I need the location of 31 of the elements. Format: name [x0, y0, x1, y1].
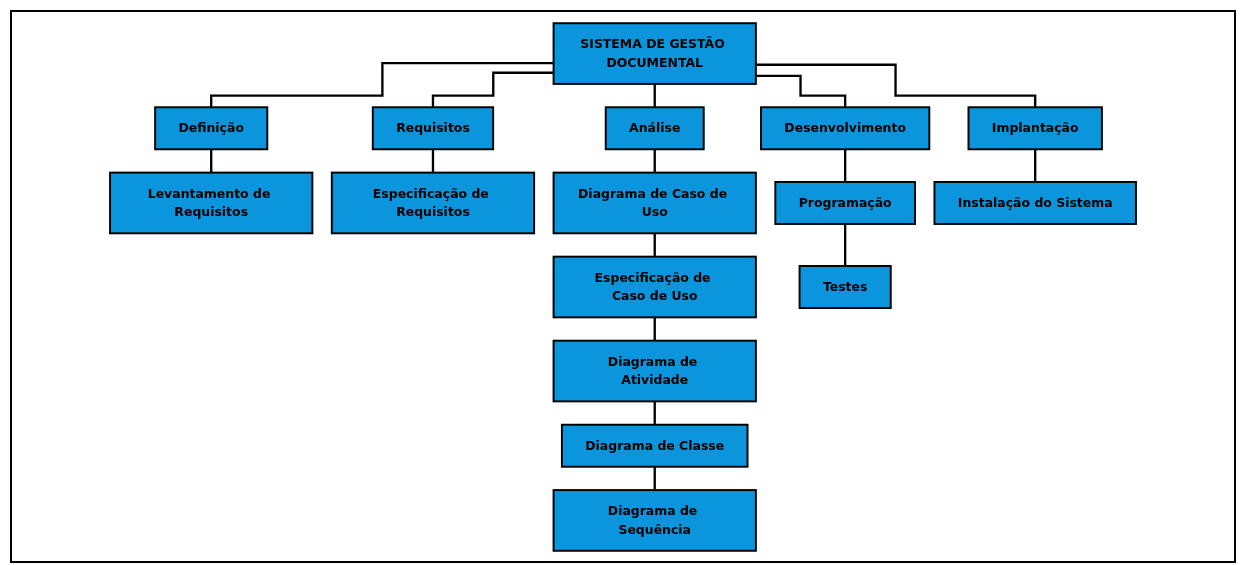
connector — [210, 147, 213, 174]
node-box: SISTEMA DE GESTÃO DOCUMENTAL — [552, 21, 757, 85]
node-box: Análise — [604, 105, 705, 150]
node-box: Levantamento de Requisitos — [109, 171, 314, 234]
connector — [653, 465, 656, 491]
node-box: Diagrama de Classe — [560, 423, 749, 468]
node-box: Especificação de Caso de Uso — [552, 255, 757, 318]
connector — [431, 71, 554, 108]
connector — [755, 74, 847, 108]
connector — [653, 231, 656, 258]
connector — [653, 399, 656, 426]
connector — [431, 147, 435, 174]
connector — [653, 147, 656, 174]
node-box: Definição — [154, 105, 269, 150]
connector — [210, 61, 554, 108]
node-box: Instalação do Sistema — [933, 180, 1137, 225]
node-box: Diagrama de Sequência — [552, 488, 757, 552]
node-box: Programação — [774, 180, 916, 225]
connector — [844, 147, 847, 183]
connector — [1034, 147, 1037, 183]
connector — [844, 222, 847, 267]
node-box: Requisitos — [371, 105, 495, 150]
node-box: Diagrama de Atividade — [552, 339, 757, 402]
node-box: Testes — [798, 264, 892, 309]
node-box: Desenvolvimento — [760, 105, 931, 150]
connector — [653, 82, 656, 108]
node-box: Especificação de Requisitos — [330, 171, 536, 234]
node-box: Implantação — [967, 105, 1103, 150]
connector — [653, 315, 656, 342]
node-box: Diagrama de Caso de Uso — [552, 171, 757, 234]
connector — [755, 63, 1037, 108]
